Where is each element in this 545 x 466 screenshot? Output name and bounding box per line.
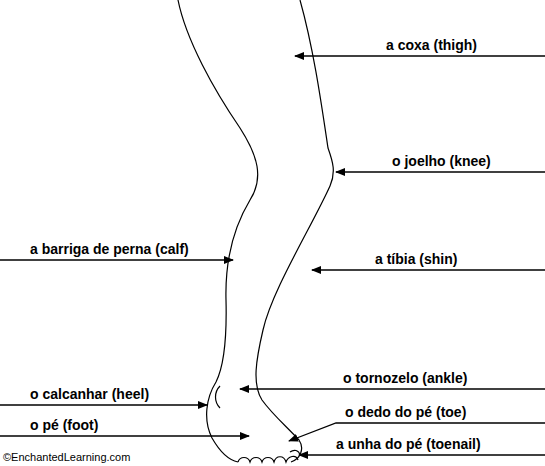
part-label: a coxa (thigh) [386,37,477,53]
part-label: o tornozelo (ankle) [343,370,467,386]
leader-line [0,259,233,260]
ankle-bone [216,386,221,408]
leg-front-contour [256,0,333,462]
leader-line [299,454,545,455]
part-label: o pé (foot) [30,417,98,433]
toes [238,456,298,462]
leader-line [0,435,249,436]
toenail [290,450,300,455]
leader-line [336,171,545,172]
leader-line [0,404,207,405]
part-label: o dedo do pé (toe) [345,404,466,420]
leg-outline [178,0,333,462]
leader-lines [0,56,545,455]
part-label: a barriga de perna (calf) [30,241,189,257]
part-label: a unha do pé (toenail) [336,436,481,452]
leader-line [312,269,545,270]
leader-line [240,388,545,389]
leader-line [295,55,545,56]
copyright-note: ©EnchantedLearning.com [3,451,130,464]
part-label: a tíbia (shin) [375,251,457,267]
part-label: o calcanhar (heel) [30,386,149,402]
part-label: o joelho (knee) [392,153,491,169]
leg-back-contour [178,0,258,462]
